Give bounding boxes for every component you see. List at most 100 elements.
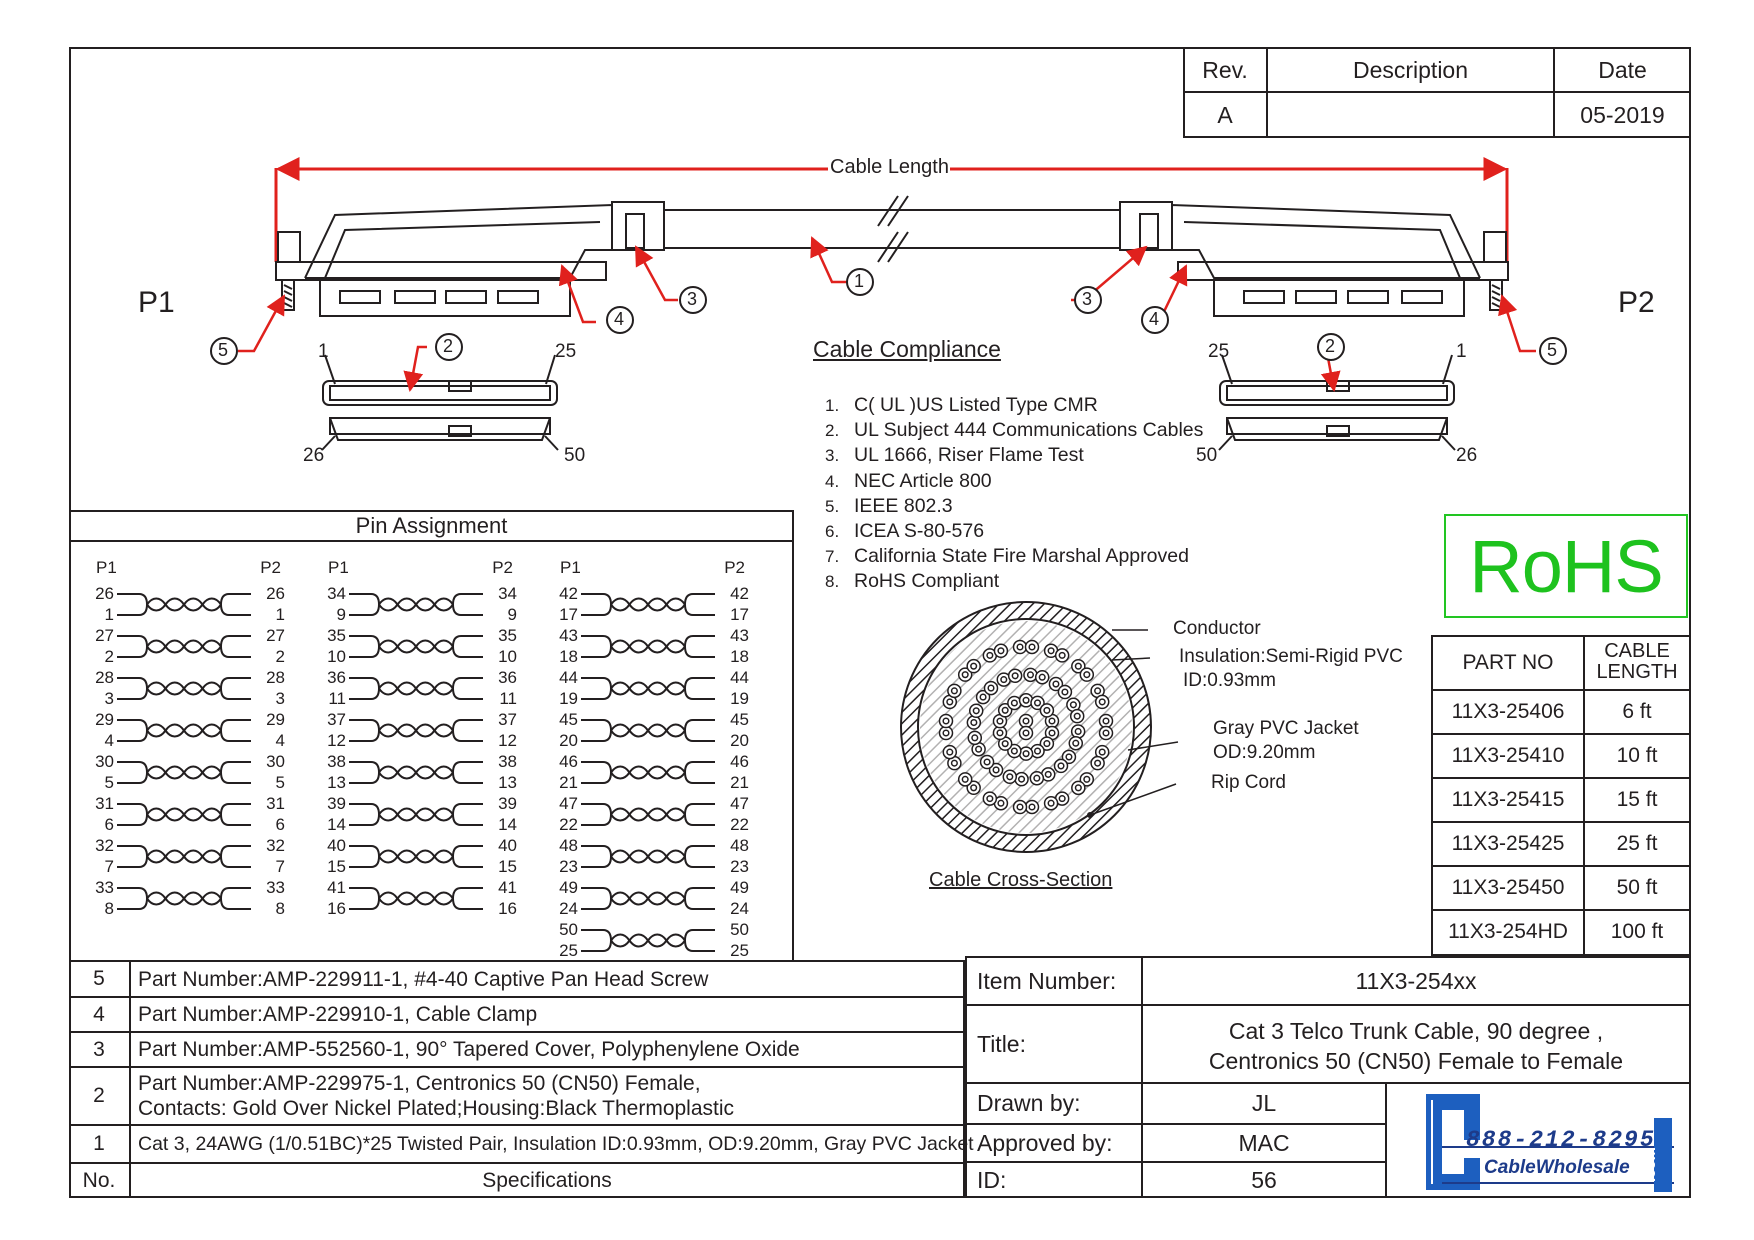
title-block	[965, 956, 1691, 1198]
twisted-pair	[581, 845, 715, 868]
compliance-item-number: 4.	[825, 471, 840, 491]
callout-1: 1	[854, 271, 865, 291]
pin-p2-number: 24	[730, 899, 749, 918]
compliance-item: 1.C( UL )US Listed Type CMR	[825, 393, 1203, 418]
pin-p1-number: 20	[559, 731, 578, 750]
cable-assembly-drawing	[210, 157, 1567, 451]
twisted-pair	[349, 761, 483, 784]
pin-p2-number: 43	[730, 626, 749, 645]
pin-p2-number: 36	[498, 668, 517, 687]
pin-p1-number: 33	[95, 878, 114, 897]
right-connector-face	[1218, 354, 1456, 451]
pin-p2-number: 25	[730, 941, 749, 960]
pin-p2-number: 19	[730, 689, 749, 708]
spec-footer-title: Specifications	[482, 1169, 612, 1192]
pin-p1-number: 14	[327, 815, 346, 834]
twisted-pair	[349, 677, 483, 700]
pin-header-p1: P1	[328, 558, 349, 577]
right-pin-25: 25	[1208, 341, 1230, 362]
pin-p2-number: 26	[266, 584, 285, 603]
pin-header-p1: P1	[96, 558, 117, 577]
twisted-pair	[117, 677, 251, 700]
cable-body	[664, 195, 1120, 263]
rev-header: Rev.	[1202, 56, 1248, 83]
pin-p1-number: 36	[327, 668, 346, 687]
part-number-cell: 11X3-25406	[1451, 700, 1565, 723]
cable-length-header-1: CABLE	[1604, 639, 1670, 662]
spec-row-text: Contacts: Gold Over Nickel Plated;Housin…	[138, 1097, 735, 1120]
item-number-value: 11X3-254xx	[1355, 967, 1477, 994]
logo-name: CableWholesale	[1484, 1157, 1630, 1178]
pin-p1-number: 44	[559, 668, 578, 687]
pin-p2-number: 29	[266, 710, 285, 729]
pin-p2-number: 38	[498, 752, 517, 771]
approved-by-label: Approved by:	[977, 1129, 1113, 1156]
part-number-cell: 11X3-25415	[1451, 788, 1565, 811]
compliance-item-number: 2.	[825, 421, 840, 441]
compliance-item-text: California State Fire Marshal Approved	[854, 545, 1189, 568]
pin-p2-number: 15	[498, 857, 517, 876]
pin-assignment-title: Pin Assignment	[355, 513, 508, 538]
specifications-table	[69, 960, 965, 1198]
left-pin-25: 25	[555, 341, 577, 362]
part-number-cell: 11X3-25410	[1451, 744, 1565, 767]
right-pin-26: 26	[1456, 445, 1478, 466]
spec-row-text: Part Number:AMP-229911-1, #4-40 Captive …	[138, 967, 709, 991]
callout-4-left: 4	[614, 309, 625, 329]
twisted-pair	[581, 887, 715, 910]
pin-p2-number: 23	[730, 857, 749, 876]
id-label: ID:	[977, 1167, 1007, 1193]
pin-p2-number: 37	[498, 710, 517, 729]
twisted-pair	[349, 719, 483, 742]
right-pin-50: 50	[1196, 445, 1218, 466]
pin-p1-number: 25	[559, 941, 578, 960]
pin-p1-number: 26	[95, 584, 114, 603]
cable-length-cell: 25 ft	[1616, 832, 1658, 855]
pin-p1-number: 45	[559, 710, 578, 729]
compliance-item-text: NEC Article 800	[854, 469, 992, 492]
pin-p2-number: 9	[507, 605, 517, 624]
pin-p2-number: 35	[498, 626, 517, 645]
pin-p1-number: 9	[336, 605, 346, 624]
pin-p1-number: 4	[104, 731, 114, 750]
spec-row-text: Part Number:AMP-229975-1, Centronics 50 …	[138, 1072, 701, 1095]
pin-p2-number: 17	[730, 605, 749, 624]
pin-p1-number: 37	[327, 710, 346, 729]
pin-p2-number: 13	[498, 773, 517, 792]
pin-p2-number: 27	[266, 626, 285, 645]
twisted-pair	[581, 719, 715, 742]
pin-p2-number: 14	[498, 815, 517, 834]
compliance-item-number: 8.	[825, 572, 840, 592]
twisted-pair	[581, 593, 715, 616]
callout-2-right: 2	[1325, 336, 1336, 356]
pin-p1-number: 32	[95, 836, 114, 855]
compliance-item-number: 3.	[825, 446, 840, 466]
pin-p2-number: 45	[730, 710, 749, 729]
twisted-pair	[349, 593, 483, 616]
pin-p2-number: 30	[266, 752, 285, 771]
pin-p1-number: 47	[559, 794, 578, 813]
pin-p1-number: 17	[559, 605, 578, 624]
pin-p2-number: 6	[275, 815, 285, 834]
twisted-pair	[117, 593, 251, 616]
pin-p1-number: 16	[327, 899, 346, 918]
part-number-table	[1431, 635, 1691, 956]
left-pin-1: 1	[318, 341, 329, 362]
drawn-by-value: JL	[1251, 1090, 1277, 1116]
pin-p1-number: 19	[559, 689, 578, 708]
logo-suffix: .com	[1642, 1146, 1659, 1182]
callout-leaders	[238, 236, 1536, 392]
callout-4-right: 4	[1149, 309, 1160, 329]
compliance-item-text: C( UL )US Listed Type CMR	[854, 394, 1098, 416]
part-number-cell: 11X3-25425	[1451, 832, 1565, 855]
pin-header-p2: P2	[260, 558, 281, 577]
pin-p1-number: 50	[559, 920, 578, 939]
compliance-item: 4. NEC Article 800	[825, 469, 1203, 494]
pin-p2-number: 49	[730, 878, 749, 897]
compliance-item: 3.UL 1666, Riser Flame Test	[825, 443, 1203, 468]
pin-p2-number: 46	[730, 752, 749, 771]
pin-p1-number: 12	[327, 731, 346, 750]
pin-p2-number: 16	[498, 899, 517, 918]
pin-p2-number: 50	[730, 920, 749, 939]
pin-p2-number: 48	[730, 836, 749, 855]
